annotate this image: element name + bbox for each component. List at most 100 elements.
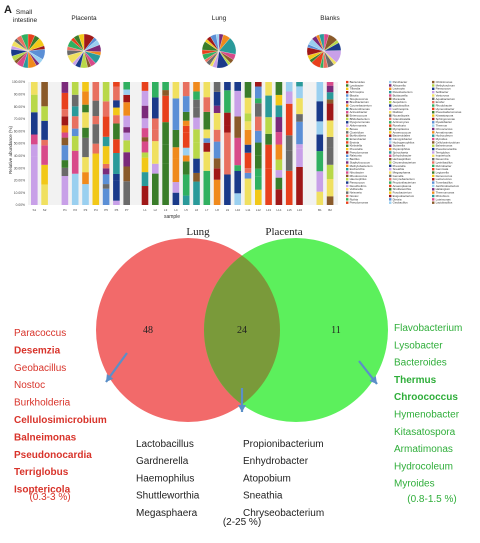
pie-blanks: Blanks bbox=[306, 15, 342, 69]
bar-segment bbox=[193, 158, 200, 173]
shared-range: (2-25 %) bbox=[223, 517, 261, 528]
legend-entry: Chitinimonas bbox=[436, 80, 453, 84]
legend-swatch bbox=[346, 90, 349, 94]
legend-entry: Flavobacterium bbox=[393, 90, 413, 94]
legend-swatch bbox=[389, 94, 392, 97]
bar-segment bbox=[275, 132, 283, 145]
legend-entry: Paracoccus bbox=[350, 181, 366, 185]
legend: BacteroidesLysobacterTillandiaArthrospir… bbox=[346, 80, 462, 205]
bar-P2 bbox=[71, 82, 79, 205]
bar-segment bbox=[234, 171, 241, 194]
bar-segment bbox=[102, 184, 110, 189]
bar-segment bbox=[82, 104, 89, 113]
bar-segment bbox=[224, 125, 231, 133]
bar-segment bbox=[41, 164, 48, 185]
bar-segment bbox=[182, 82, 190, 97]
legend-entry: Klebsiella bbox=[350, 144, 363, 148]
legend-swatch bbox=[432, 104, 435, 107]
bar-segment bbox=[285, 150, 293, 171]
bar-segment bbox=[296, 121, 303, 145]
bar-segment bbox=[141, 90, 149, 106]
bar-segment bbox=[162, 90, 169, 96]
legend-entry: Luteimonas bbox=[436, 197, 451, 201]
legend-entry: Sneathia bbox=[393, 167, 405, 171]
legend-entry: Bosea bbox=[350, 127, 359, 131]
legend-entry: Nostoc bbox=[350, 194, 360, 198]
bar-segment bbox=[255, 116, 262, 131]
legend-entry: Actinomyces bbox=[393, 120, 410, 124]
bar-segment bbox=[326, 178, 334, 197]
bar-segment bbox=[113, 107, 120, 116]
bar-segment bbox=[82, 127, 89, 138]
genus-name: Hymenobacter bbox=[394, 410, 460, 421]
legend-swatch bbox=[346, 144, 349, 147]
bar-segment bbox=[255, 142, 262, 156]
bar-segment bbox=[71, 82, 79, 95]
bar-L1 bbox=[141, 82, 149, 205]
legend-swatch bbox=[389, 104, 392, 107]
bar-segment bbox=[193, 142, 200, 159]
legend-swatch bbox=[346, 84, 349, 87]
bar-segment bbox=[234, 82, 241, 91]
legend-swatch bbox=[432, 181, 435, 184]
pie-slice bbox=[20, 33, 29, 52]
legend-entry: Propionibacterium bbox=[393, 181, 417, 185]
bar-L6 bbox=[193, 82, 200, 205]
genus-name: Thermus bbox=[394, 375, 437, 386]
bar-segment bbox=[275, 177, 283, 190]
legend-swatch bbox=[389, 147, 392, 151]
genus-name: Gardnerella bbox=[136, 456, 189, 467]
bar-segment bbox=[316, 151, 324, 172]
legend-entry: Tumebacillus bbox=[436, 181, 453, 185]
bar-segment bbox=[224, 174, 231, 205]
bar-segment bbox=[172, 147, 180, 159]
genus-name: Atopobium bbox=[243, 473, 291, 484]
bar-segment bbox=[61, 176, 69, 205]
legend-swatch bbox=[346, 121, 349, 124]
legend-swatch bbox=[432, 141, 435, 144]
bar-segment bbox=[102, 82, 110, 102]
bar-S1 bbox=[31, 82, 38, 205]
legend-entry: Isoptericola bbox=[436, 154, 451, 158]
bar-segment bbox=[82, 82, 89, 92]
bar-segment bbox=[265, 95, 272, 118]
legend-entry: Mycoplasma bbox=[393, 127, 410, 131]
legend-entry: Streptococcus bbox=[350, 97, 369, 101]
bar-segment bbox=[71, 150, 79, 174]
legend-swatch bbox=[432, 161, 435, 164]
x-tick-label: L12 bbox=[256, 208, 261, 212]
lung-only-count: 48 bbox=[143, 325, 153, 336]
bar-segment bbox=[296, 144, 303, 149]
bar-segment bbox=[141, 128, 149, 138]
bar-segment bbox=[275, 105, 283, 118]
bar-segment bbox=[255, 130, 262, 143]
bar-segment bbox=[182, 96, 190, 112]
legend-swatch bbox=[432, 151, 435, 154]
bar-segment bbox=[141, 137, 149, 142]
y-tick-label: 10.00% bbox=[14, 191, 25, 195]
genus-name: Balneimonas bbox=[14, 432, 77, 443]
genus-name: Propionibacterium bbox=[243, 439, 324, 450]
bar-segment bbox=[71, 106, 79, 117]
legend-entry: Prevotella bbox=[393, 164, 406, 168]
bar-segment bbox=[265, 133, 272, 145]
bar-segment bbox=[123, 82, 130, 90]
legend-entry: Myroides bbox=[436, 137, 448, 141]
legend-entry: Bacteroides bbox=[350, 80, 366, 84]
legend-entry: Escherichia bbox=[350, 167, 365, 171]
x-tick-label: L14 bbox=[276, 208, 281, 212]
legend-entry: Megasphaera bbox=[393, 170, 411, 174]
legend-entry: Moraxella bbox=[393, 97, 406, 101]
y-tick-label: 70.00% bbox=[14, 117, 25, 121]
legend-swatch bbox=[432, 171, 435, 174]
bar-segment bbox=[152, 82, 159, 98]
bar-segment bbox=[141, 82, 149, 91]
bar-segment bbox=[113, 100, 120, 108]
bar-segment bbox=[203, 111, 211, 130]
bar-segment bbox=[82, 157, 89, 173]
legend-swatch bbox=[432, 101, 435, 104]
bar-segment bbox=[123, 140, 130, 153]
bar-segment bbox=[285, 82, 293, 92]
